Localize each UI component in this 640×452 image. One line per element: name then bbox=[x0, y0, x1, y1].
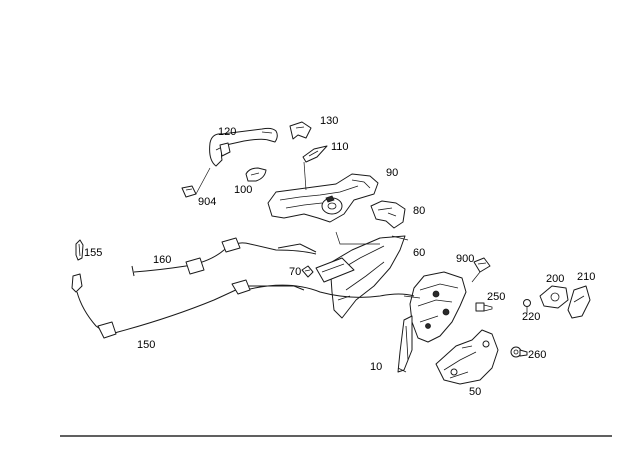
label-70: 70 bbox=[289, 266, 301, 278]
part-904-connector bbox=[181, 185, 197, 198]
part-200-striker bbox=[539, 285, 569, 309]
part-150-cable bbox=[71, 273, 415, 339]
part-100-cover bbox=[245, 167, 267, 182]
label-60: 60 bbox=[413, 247, 425, 259]
part-50-bracket bbox=[435, 329, 499, 385]
part-210-plate bbox=[567, 285, 591, 319]
label-100: 100 bbox=[234, 184, 252, 196]
label-900: 900 bbox=[456, 253, 474, 265]
label-120: 120 bbox=[218, 126, 236, 138]
part-10-latch bbox=[397, 271, 467, 373]
label-250: 250 bbox=[487, 291, 505, 303]
part-900-connector bbox=[473, 257, 491, 273]
part-130-cap bbox=[289, 121, 312, 140]
label-90: 90 bbox=[386, 167, 398, 179]
part-155-clip bbox=[75, 239, 84, 261]
label-150: 150 bbox=[137, 339, 155, 351]
part-120-outer-handle bbox=[209, 127, 278, 167]
part-260-bolt bbox=[510, 346, 528, 358]
label-160: 160 bbox=[153, 254, 171, 266]
label-210: 210 bbox=[577, 271, 595, 283]
label-50: 50 bbox=[469, 386, 481, 398]
label-155: 155 bbox=[84, 247, 102, 259]
label-110: 110 bbox=[331, 141, 349, 153]
label-904: 904 bbox=[198, 196, 216, 208]
part-250-screw bbox=[475, 302, 493, 312]
part-220-screw bbox=[523, 299, 531, 313]
part-160-cable bbox=[131, 237, 317, 277]
label-220: 220 bbox=[522, 311, 540, 323]
label-260: 260 bbox=[528, 349, 546, 361]
leader-lines bbox=[195, 161, 481, 373]
part-80-bracket bbox=[370, 200, 406, 229]
part-110-seal bbox=[302, 145, 328, 163]
part-90-carrier bbox=[267, 173, 379, 223]
label-80: 80 bbox=[413, 205, 425, 217]
part-70-clip bbox=[301, 265, 314, 278]
part-60-assembly bbox=[315, 235, 406, 319]
label-200: 200 bbox=[546, 273, 564, 285]
label-10: 10 bbox=[370, 361, 382, 373]
label-130: 130 bbox=[320, 115, 338, 127]
